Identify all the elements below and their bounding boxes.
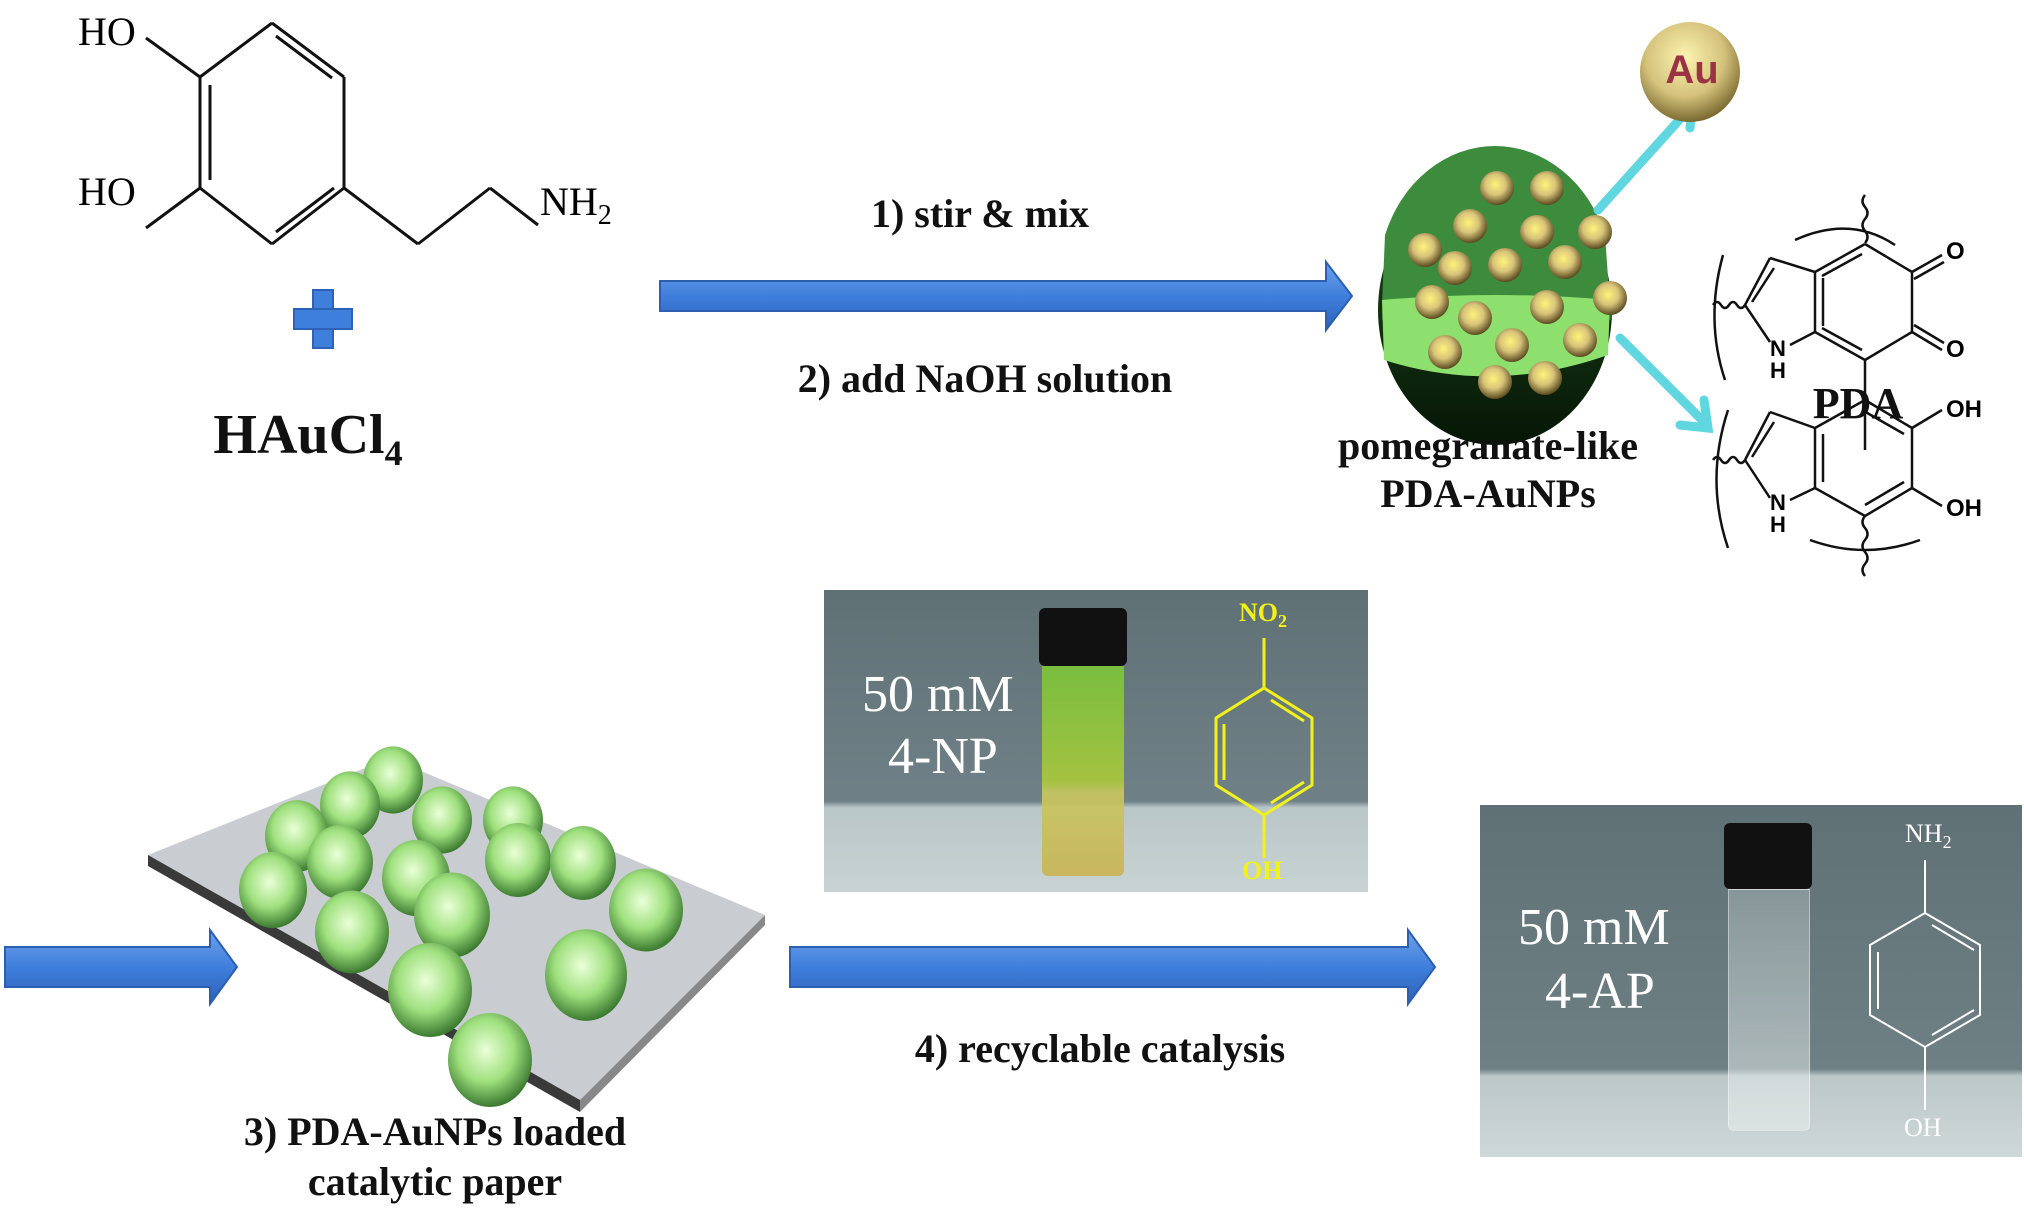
step1-label: 1) stir & mix — [870, 191, 1090, 236]
catalytic-paper — [148, 746, 765, 1112]
green-dome — [414, 872, 490, 958]
au-label: Au — [1665, 48, 1719, 92]
vial-yellow — [1042, 666, 1124, 876]
gold-nanoparticle — [1495, 328, 1529, 362]
green-dome — [239, 851, 307, 929]
arrow-step4 — [789, 926, 1437, 1008]
pda-n1: N — [1770, 336, 1786, 361]
green-dome — [412, 786, 472, 854]
step2-label: 2) add NaOH solution — [797, 356, 1173, 401]
photo-4np-concentration: 50 mM — [862, 666, 1014, 723]
pda-structure — [1711, 194, 1945, 577]
gold-nanoparticle — [1488, 248, 1522, 282]
green-dome — [609, 868, 683, 952]
gold-nanoparticle — [1520, 215, 1554, 249]
4np-structure — [1214, 638, 1314, 858]
gold-salt-formula: HAuCl4 — [213, 403, 402, 474]
pda-o1: O — [1946, 238, 1965, 265]
step3-label-line2: catalytic paper — [307, 1159, 563, 1204]
photo-4np: 50 mM 4-NP NO2 OH — [824, 590, 1368, 892]
pda-label: PDA — [1812, 379, 1904, 428]
gold-salt-text: HAuCl — [213, 404, 385, 466]
gold-nanoparticle — [1438, 251, 1472, 285]
photo-4ap-compound: 4-AP — [1545, 963, 1655, 1020]
green-dome — [315, 890, 389, 974]
dopamine-oh-top: HO — [78, 9, 136, 54]
gold-nanoparticle — [1593, 281, 1627, 315]
green-dome — [448, 1012, 532, 1108]
arrow-step3-in — [4, 926, 239, 1008]
photo-4ap-concentration: 50 mM — [1518, 899, 1670, 956]
au-nanoparticle — [1640, 22, 1740, 122]
pda-h2: H — [1770, 512, 1786, 537]
gold-nanoparticle — [1578, 215, 1612, 249]
nh2-subscript: 2 — [1942, 832, 1952, 853]
gold-nanoparticles — [1408, 171, 1627, 399]
4ap-top-group: NH2 — [1905, 819, 1952, 853]
gold-salt-subscript: 4 — [384, 433, 403, 474]
pomegranate-caption-line2: PDA-AuNPs — [1380, 471, 1596, 516]
dopamine-amine: NH2 — [540, 178, 612, 232]
gold-nanoparticle — [1530, 171, 1564, 205]
amine-subscript: 2 — [597, 200, 612, 231]
nh2-symbol: NH — [1905, 819, 1943, 848]
green-domes — [239, 746, 683, 1108]
green-dome — [307, 825, 373, 899]
gold-nanoparticle — [1458, 301, 1492, 335]
pointer-arrows — [1593, 97, 1714, 434]
gold-nanoparticle — [1530, 290, 1564, 324]
gold-nanoparticle — [1453, 209, 1487, 243]
green-dome — [550, 826, 616, 900]
vial-clear — [1728, 889, 1810, 1131]
gold-nanoparticle — [1563, 323, 1597, 357]
4ap-bottom-group: OH — [1904, 1113, 1942, 1142]
green-dome — [388, 942, 472, 1038]
dopamine-structure — [145, 21, 539, 246]
4np-top-group: NO2 — [1239, 598, 1287, 632]
amine-symbol: NH — [540, 179, 598, 224]
no2-subscript: 2 — [1278, 611, 1287, 632]
pomegranate-caption-line1: pomegranate-like — [1338, 423, 1638, 468]
no2-symbol: NO — [1239, 598, 1278, 627]
pda-h1: H — [1770, 358, 1786, 383]
arrow-step1 — [659, 259, 1354, 333]
4ap-structure — [1869, 860, 1981, 1110]
photo-4ap: 50 mM 4-AP NH2 OH — [1480, 805, 2022, 1157]
vial-cap — [1039, 608, 1127, 666]
photo-4np-compound: 4-NP — [888, 728, 998, 785]
gold-nanoparticle — [1478, 365, 1512, 399]
dopamine-oh-bottom: HO — [78, 169, 136, 214]
gold-nanoparticle — [1415, 285, 1449, 319]
step4-label: 4) recyclable catalysis — [914, 1026, 1286, 1071]
gold-nanoparticle — [1528, 361, 1562, 395]
pomegranate-particle — [1378, 145, 1627, 445]
pda-oh1: OH — [1946, 396, 1982, 423]
step3-label-line1: 3) PDA-AuNPs loaded — [243, 1109, 627, 1154]
gold-nanoparticle — [1480, 171, 1514, 205]
green-dome — [320, 771, 380, 839]
pda-oh2: OH — [1946, 495, 1982, 522]
4np-bottom-group: OH — [1242, 856, 1283, 885]
pda-o2: O — [1946, 336, 1965, 363]
gold-nanoparticle — [1548, 245, 1582, 279]
plus-icon — [293, 289, 353, 349]
green-dome — [485, 823, 551, 897]
gold-nanoparticle — [1428, 335, 1462, 369]
gold-nanoparticle — [1408, 233, 1442, 267]
green-dome — [545, 929, 627, 1021]
pda-n2: N — [1770, 490, 1786, 515]
vial-cap — [1724, 823, 1812, 889]
